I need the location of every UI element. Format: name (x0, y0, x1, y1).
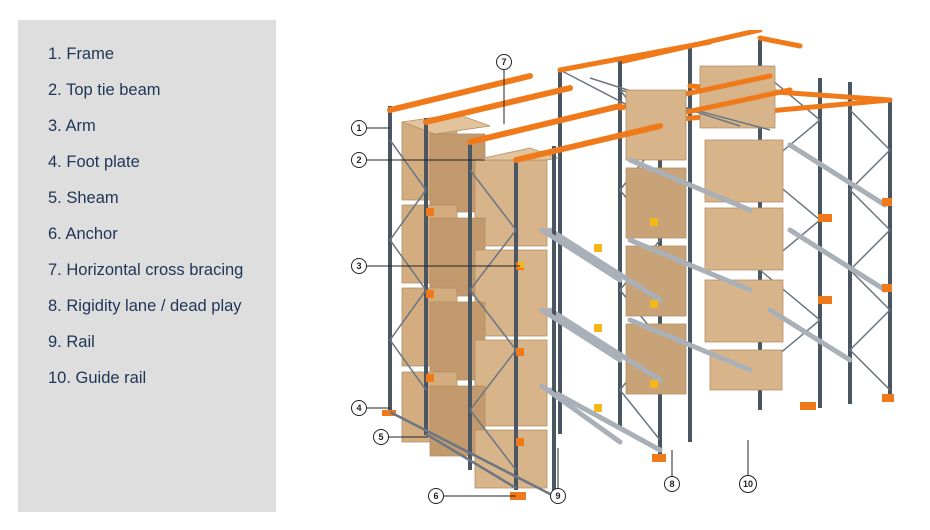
callout-9: 9 (550, 488, 566, 504)
legend-item-horizontal-cross-bracing: 7. Horizontal cross bracing (48, 261, 243, 280)
legend-item-label: Foot plate (66, 153, 140, 171)
callout-leaders (367, 70, 749, 497)
callout-3: 3 (351, 258, 367, 274)
legend-item-number: 4. (48, 153, 62, 171)
legend-item-label: Rigidity lane / dead play (66, 297, 242, 315)
callout-label: 8 (669, 479, 674, 489)
callout-label: 5 (378, 432, 383, 442)
rack-diagram: 1 2 3 4 5 6 7 8 9 10 (351, 30, 894, 504)
callout-5: 5 (373, 429, 389, 445)
legend-item-rigidity-lane: 8. Rigidity lane / dead play (48, 297, 242, 316)
legend-item-number: 6. (48, 225, 62, 243)
legend-item-rail: 9. Rail (48, 333, 95, 352)
legend-item-label: Rail (66, 333, 95, 351)
legend-item-number: 10. (48, 369, 71, 387)
front-boxes (401, 113, 560, 489)
legend-item-number: 7. (48, 261, 62, 279)
legend-item-anchor: 6. Anchor (48, 225, 118, 244)
callout-10: 10 (739, 475, 757, 493)
legend-item-label: Anchor (65, 225, 118, 243)
legend-item-top-tie-beam: 2. Top tie beam (48, 81, 161, 100)
callout-label: 2 (356, 155, 361, 165)
callout-label: 4 (356, 403, 361, 413)
legend-item-label: Top tie beam (66, 81, 161, 99)
callout-label: 6 (433, 491, 438, 501)
legend-panel: 1. Frame 2. Top tie beam 3. Arm 4. Foot … (18, 20, 276, 512)
legend-item-number: 8. (48, 297, 62, 315)
legend-item-number: 5. (48, 189, 62, 207)
callout-1: 1 (351, 120, 367, 136)
callout-label: 3 (356, 261, 361, 271)
callout-8: 8 (664, 476, 680, 492)
rack-front (382, 73, 663, 500)
legend-item-label: Arm (65, 117, 96, 135)
callout-label: 10 (743, 479, 753, 489)
callout-2: 2 (351, 152, 367, 168)
legend-item-label: Frame (66, 45, 115, 63)
legend-item-arm: 3. Arm (48, 117, 96, 136)
legend-item-label: Horizontal cross bracing (66, 261, 244, 279)
legend-item-label: Guide rail (75, 369, 147, 387)
callout-label: 1 (356, 123, 361, 133)
legend-item-number: 1. (48, 45, 62, 63)
legend-item-frame: 1. Frame (48, 45, 114, 64)
legend-item-label: Sheam (66, 189, 119, 207)
legend-item-foot-plate: 4. Foot plate (48, 153, 140, 172)
legend-item-number: 3. (48, 117, 62, 135)
legend-item-number: 9. (48, 333, 62, 351)
legend-item-sheam: 5. Sheam (48, 189, 119, 208)
legend-item-guide-rail: 10. Guide rail (48, 369, 146, 388)
callout-7: 7 (496, 54, 512, 70)
callout-label: 9 (555, 491, 560, 501)
callout-label: 7 (501, 57, 506, 67)
legend-item-number: 2. (48, 81, 62, 99)
callout-6: 6 (428, 488, 444, 504)
front-rails (539, 227, 623, 445)
callout-4: 4 (351, 400, 367, 416)
